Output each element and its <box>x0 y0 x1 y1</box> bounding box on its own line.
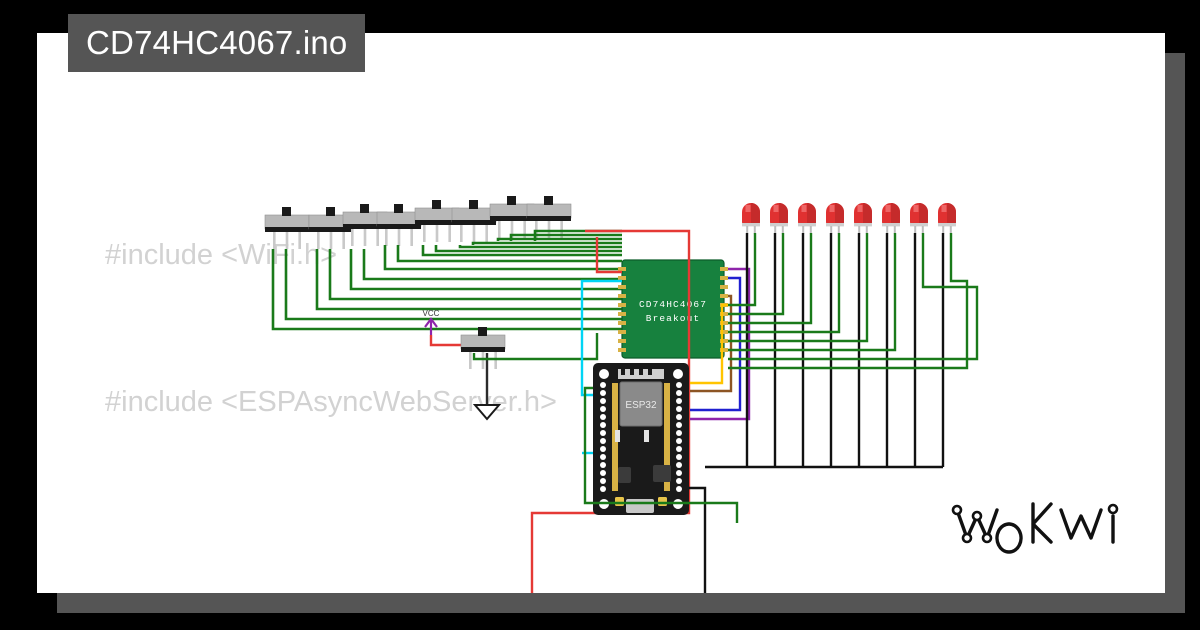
vcc-symbol: VCC <box>423 309 440 335</box>
code-underlay: #include <WiFi.h> #include <ESPAsyncWebS… <box>105 133 1165 593</box>
slide-switch-row[interactable] <box>264 195 572 250</box>
circuit-diagram: VCC <box>264 195 979 593</box>
led[interactable] <box>882 203 900 234</box>
switch-wire-bundle <box>271 229 622 331</box>
cd74hc4067-breakout[interactable]: CD74HC4067 Breakout <box>618 259 728 359</box>
led[interactable] <box>742 203 760 234</box>
esp-gnd-wire <box>689 486 707 593</box>
led-row[interactable] <box>742 203 956 234</box>
led[interactable] <box>770 203 788 234</box>
led[interactable] <box>910 203 928 234</box>
esp-sig-wire <box>583 386 739 523</box>
slide-switch[interactable] <box>376 203 422 247</box>
switch-mode-wire <box>472 333 599 361</box>
wokwi-logo <box>947 496 1123 561</box>
wokwi-logo-icon <box>951 502 1119 554</box>
led[interactable] <box>854 203 872 234</box>
vcc-label: VCC <box>423 309 440 318</box>
mux-label-line1: CD74HC4067 <box>639 299 707 310</box>
vcc-wire <box>429 335 473 347</box>
page-title: CD74HC4067.ino <box>68 14 366 72</box>
slide-switch[interactable] <box>451 199 497 243</box>
esp32-board[interactable]: ESP32 <box>593 363 689 515</box>
led-anode-bundle <box>728 233 979 370</box>
slide-switch[interactable] <box>264 206 310 250</box>
led[interactable] <box>798 203 816 234</box>
led[interactable] <box>826 203 844 234</box>
project-card: #include <WiFi.h> #include <ESPAsyncWebS… <box>37 33 1165 593</box>
gnd-symbol <box>472 404 502 421</box>
mux-label-line2: Breakout <box>646 313 700 324</box>
slide-switch-mode[interactable] <box>460 326 506 370</box>
control-wire-bundle <box>690 267 751 421</box>
code-line: #include <ESPAsyncWebServer.h> <box>105 386 557 418</box>
led[interactable] <box>938 203 956 234</box>
power-wire-red <box>530 229 691 593</box>
esp32-label: ESP32 <box>625 400 657 411</box>
